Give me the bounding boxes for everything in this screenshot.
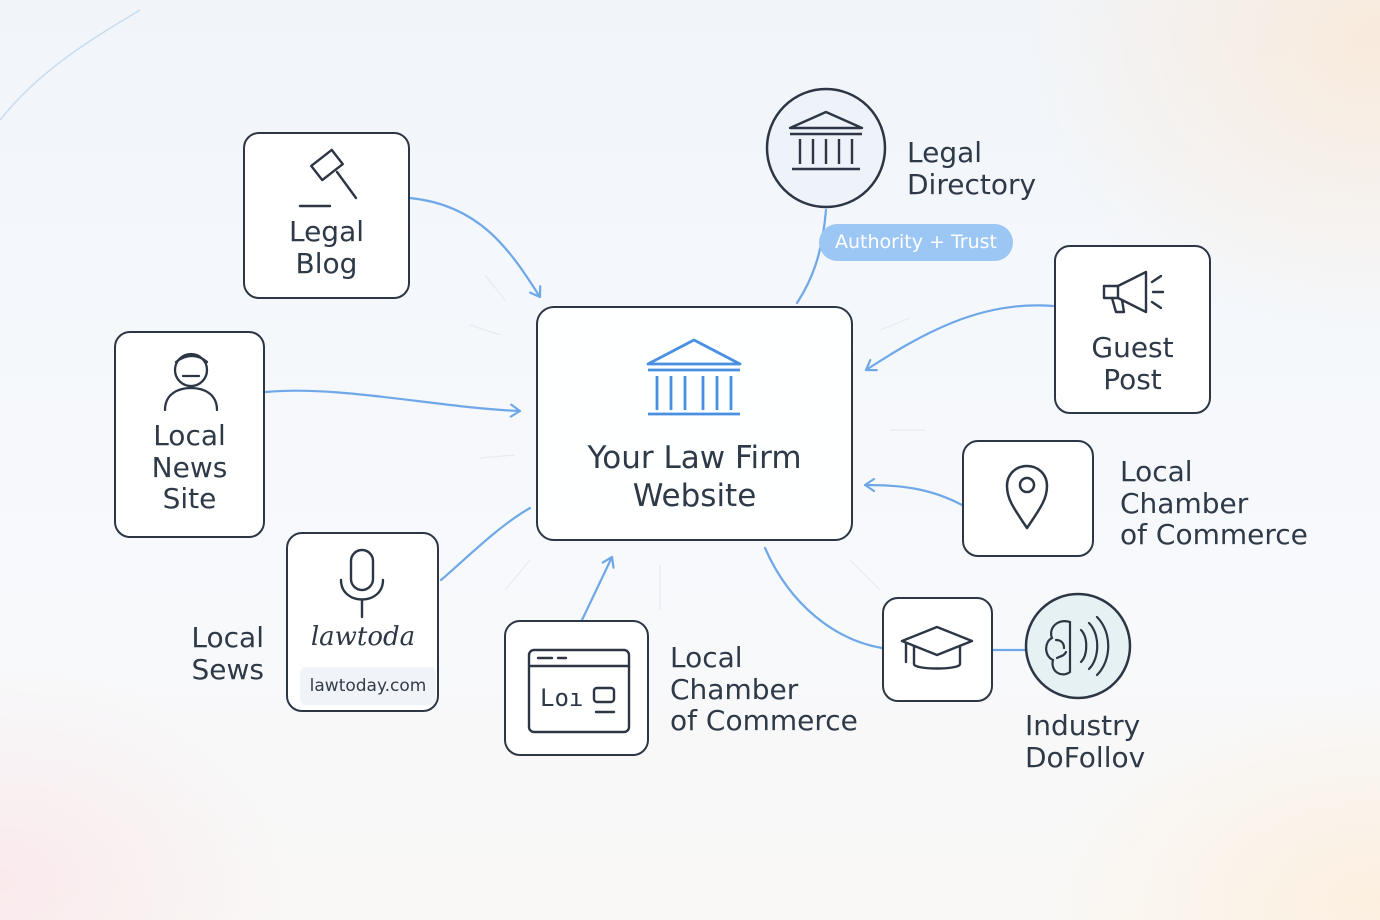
legal-directory-label: Legal Directory <box>907 136 1037 201</box>
chamber-right-label: Local Chamber of Commerce <box>1120 455 1308 552</box>
decorative-curve <box>0 9 141 121</box>
decorative-rays <box>469 274 925 610</box>
lawtoda-logo-text: lawtoda <box>310 622 416 652</box>
guest-post-label: Guest Post <box>1091 331 1174 396</box>
courthouse-icon <box>788 110 864 171</box>
arrow-local-news <box>264 389 522 411</box>
authority-trust-badge: Authority + Trust <box>819 224 1013 261</box>
chamber-bottom-node <box>504 620 649 756</box>
local-sews-label: Local Sews <box>191 621 264 686</box>
arrow-chamber-bottom <box>580 555 612 622</box>
center-label: Your Law Firm Website <box>587 440 802 514</box>
line-industry <box>763 546 884 650</box>
arrow-guest-post <box>864 304 1055 370</box>
industry-label: Industry DoFollov <box>1025 709 1146 774</box>
local-news-label: Local News Site <box>151 419 228 516</box>
arrow-legal-blog <box>408 196 540 299</box>
arrow-chamber-right <box>863 485 964 507</box>
industry-circle <box>1024 592 1132 700</box>
chamber-right-node <box>962 440 1094 557</box>
chamber-bottom-label: Local Chamber of Commerce <box>670 641 858 738</box>
line-legal-directory <box>795 208 828 305</box>
guest-post-node <box>1054 245 1211 414</box>
industry-cap-node <box>882 597 993 702</box>
brain-signal-icon <box>1045 615 1110 677</box>
legal-blog-label: Legal Blog <box>288 215 365 280</box>
lawtoday-url[interactable]: lawtoday.com <box>300 667 436 705</box>
arrow-local-sews <box>439 506 532 582</box>
